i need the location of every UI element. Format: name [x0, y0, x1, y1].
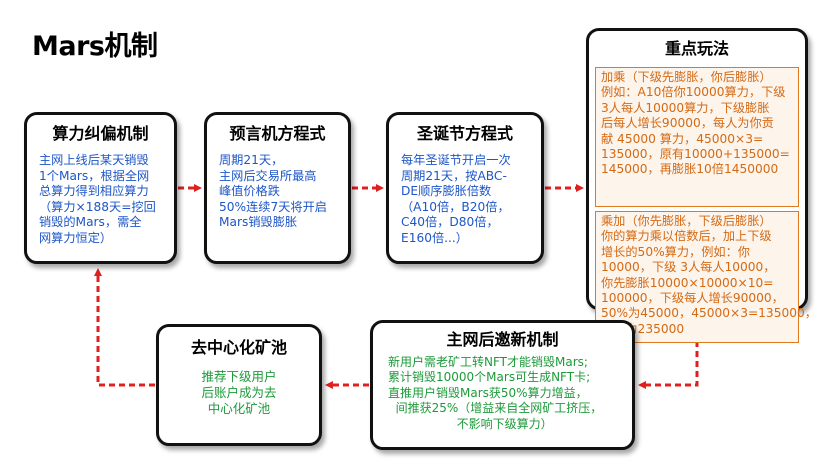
- box-decentralized-pool-body: 推荐下级用户 后账户成为去 中心化矿池: [201, 369, 277, 416]
- box-key-gameplay: 重点玩法 加乘（下级先膨胀，你后膨胀） 例如：A10倍你10000算力，下级 3…: [586, 28, 817, 343]
- key-gameplay-multiply-add-text: 乘加（你先膨胀，下级后膨胀） 你的算力乘以倍数后，加上下级 增长的50%算力，例…: [601, 214, 817, 336]
- key-gameplay-add-multiply: 加乘（下级先膨胀，你后膨胀） 例如：A10倍你10000算力，下级 3人每人10…: [595, 67, 799, 207]
- box-invite-mechanism-body: 新用户需老矿工转NFT才能销毁Mars; 累计销毁10000个Mars可生成NF…: [388, 355, 603, 431]
- box-christmas-formula-body: 每年圣诞节开启一次 周期21天，按ABC- DE顺序膨胀倍数 （A10倍，B20…: [401, 153, 511, 245]
- box-hashrate-correction-title: 算力纠偏机制: [52, 124, 149, 143]
- box-invite-mechanism: 主网后邀新机制 新用户需老矿工转NFT才能销毁Mars; 累计销毁10000个M…: [370, 320, 635, 450]
- box-oracle-formula: 预言机方程式 周期21天， 主网后交易所最高 峰值价格跌 50%连续7天将开启 …: [204, 112, 351, 264]
- key-gameplay-multiply-add: 乘加（你先膨胀，下级后膨胀） 你的算力乘以倍数后，加上下级 增长的50%算力，例…: [595, 211, 817, 343]
- box-hashrate-correction-body: 主网上线后某天销毁 1个Mars，根据全网 总算力得到相应算力 （算力×188天…: [39, 153, 156, 245]
- box-decentralized-pool-title: 去中心化矿池: [190, 338, 287, 357]
- box-invite-mechanism-title: 主网后邀新机制: [446, 330, 559, 349]
- box-christmas-formula: 圣诞节方程式 每年圣诞节开启一次 周期21天，按ABC- DE顺序膨胀倍数 （A…: [386, 112, 544, 264]
- box-decentralized-pool: 去中心化矿池 推荐下级用户 后账户成为去 中心化矿池: [156, 324, 322, 446]
- box-hashrate-correction: 算力纠偏机制 主网上线后某天销毁 1个Mars，根据全网 总算力得到相应算力 （…: [24, 112, 177, 264]
- arrow-b6-to-b1: [94, 268, 155, 387]
- key-gameplay-add-multiply-text: 加乘（下级先膨胀，你后膨胀） 例如：A10倍你10000算力，下级 3人每人10…: [601, 70, 790, 177]
- page-title: Mars机制: [32, 31, 158, 62]
- box-key-gameplay-title: 重点玩法: [664, 39, 729, 58]
- box-oracle-formula-title: 预言机方程式: [229, 124, 326, 143]
- box-christmas-formula-title: 圣诞节方程式: [416, 124, 513, 143]
- box-oracle-formula-body: 周期21天， 主网后交易所最高 峰值价格跌 50%连续7天将开启 Mars销毁膨…: [219, 153, 327, 230]
